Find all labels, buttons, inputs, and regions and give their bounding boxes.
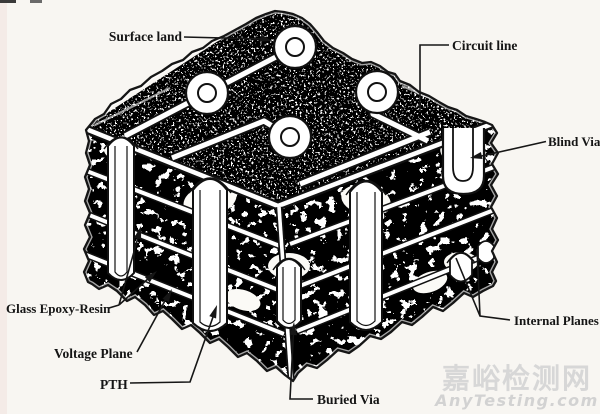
label-internal-planes: Internal Planes: [514, 313, 599, 328]
surface-land-pad: [184, 70, 230, 116]
leader-surface-land: [183, 36, 264, 40]
leader-arrowheads: [134, 34, 483, 336]
surface-land-pads: [184, 24, 400, 160]
arrowhead-blind-via: [470, 152, 483, 159]
pth-cylinder-2: [188, 177, 232, 332]
leader-blind-via: [476, 140, 547, 158]
buried-via-cylinder: [272, 257, 306, 329]
scan-edge-strip: [0, 0, 7, 414]
surface-land-pad: [267, 114, 313, 160]
label-buried-via: Buried Via: [317, 392, 380, 407]
pth-cylinder-1: [103, 136, 139, 281]
arrowhead-pth: [209, 305, 217, 319]
blind-via-shape: [441, 128, 486, 196]
via-stub-1: [446, 251, 476, 283]
pcb-block: [84, 11, 498, 381]
arrowhead-voltage-plane: [162, 289, 172, 303]
label-surface-land: Surface land: [109, 29, 183, 44]
surface-land-pad: [272, 24, 318, 70]
watermark-en: AnyTesting.com: [433, 391, 599, 410]
scan-artifact: [30, 0, 42, 3]
arrowhead-surface-land: [259, 34, 272, 42]
label-glass-epoxy-resin: Glass Epoxy-Resin: [6, 301, 111, 316]
arrowhead-glass-epoxy-1: [134, 226, 142, 240]
arrowhead-glass-epoxy-2: [144, 271, 157, 283]
scan-artifact: [0, 0, 16, 3]
label-blind-via: Blind Via: [548, 134, 600, 149]
leader-circuit-line: [419, 44, 449, 112]
pth-cylinder-3: [345, 179, 387, 331]
surface-land-pad: [354, 69, 400, 115]
watermark-cn: 嘉峪检测网: [442, 362, 592, 395]
label-circuit-line: Circuit line: [452, 38, 517, 53]
arrowhead-buried-via: [289, 322, 297, 336]
leader-glass-epoxy-resin: [108, 233, 151, 309]
leader-voltage-plane: [136, 296, 168, 353]
label-pth: PTH: [100, 377, 128, 392]
label-voltage-plane: Voltage Plane: [54, 346, 133, 361]
block-outline: [82, 9, 500, 383]
leader-lines: [108, 36, 547, 400]
leader-internal-planes: [455, 248, 511, 321]
leader-buried-via: [289, 329, 313, 400]
leader-pth: [129, 316, 214, 384]
